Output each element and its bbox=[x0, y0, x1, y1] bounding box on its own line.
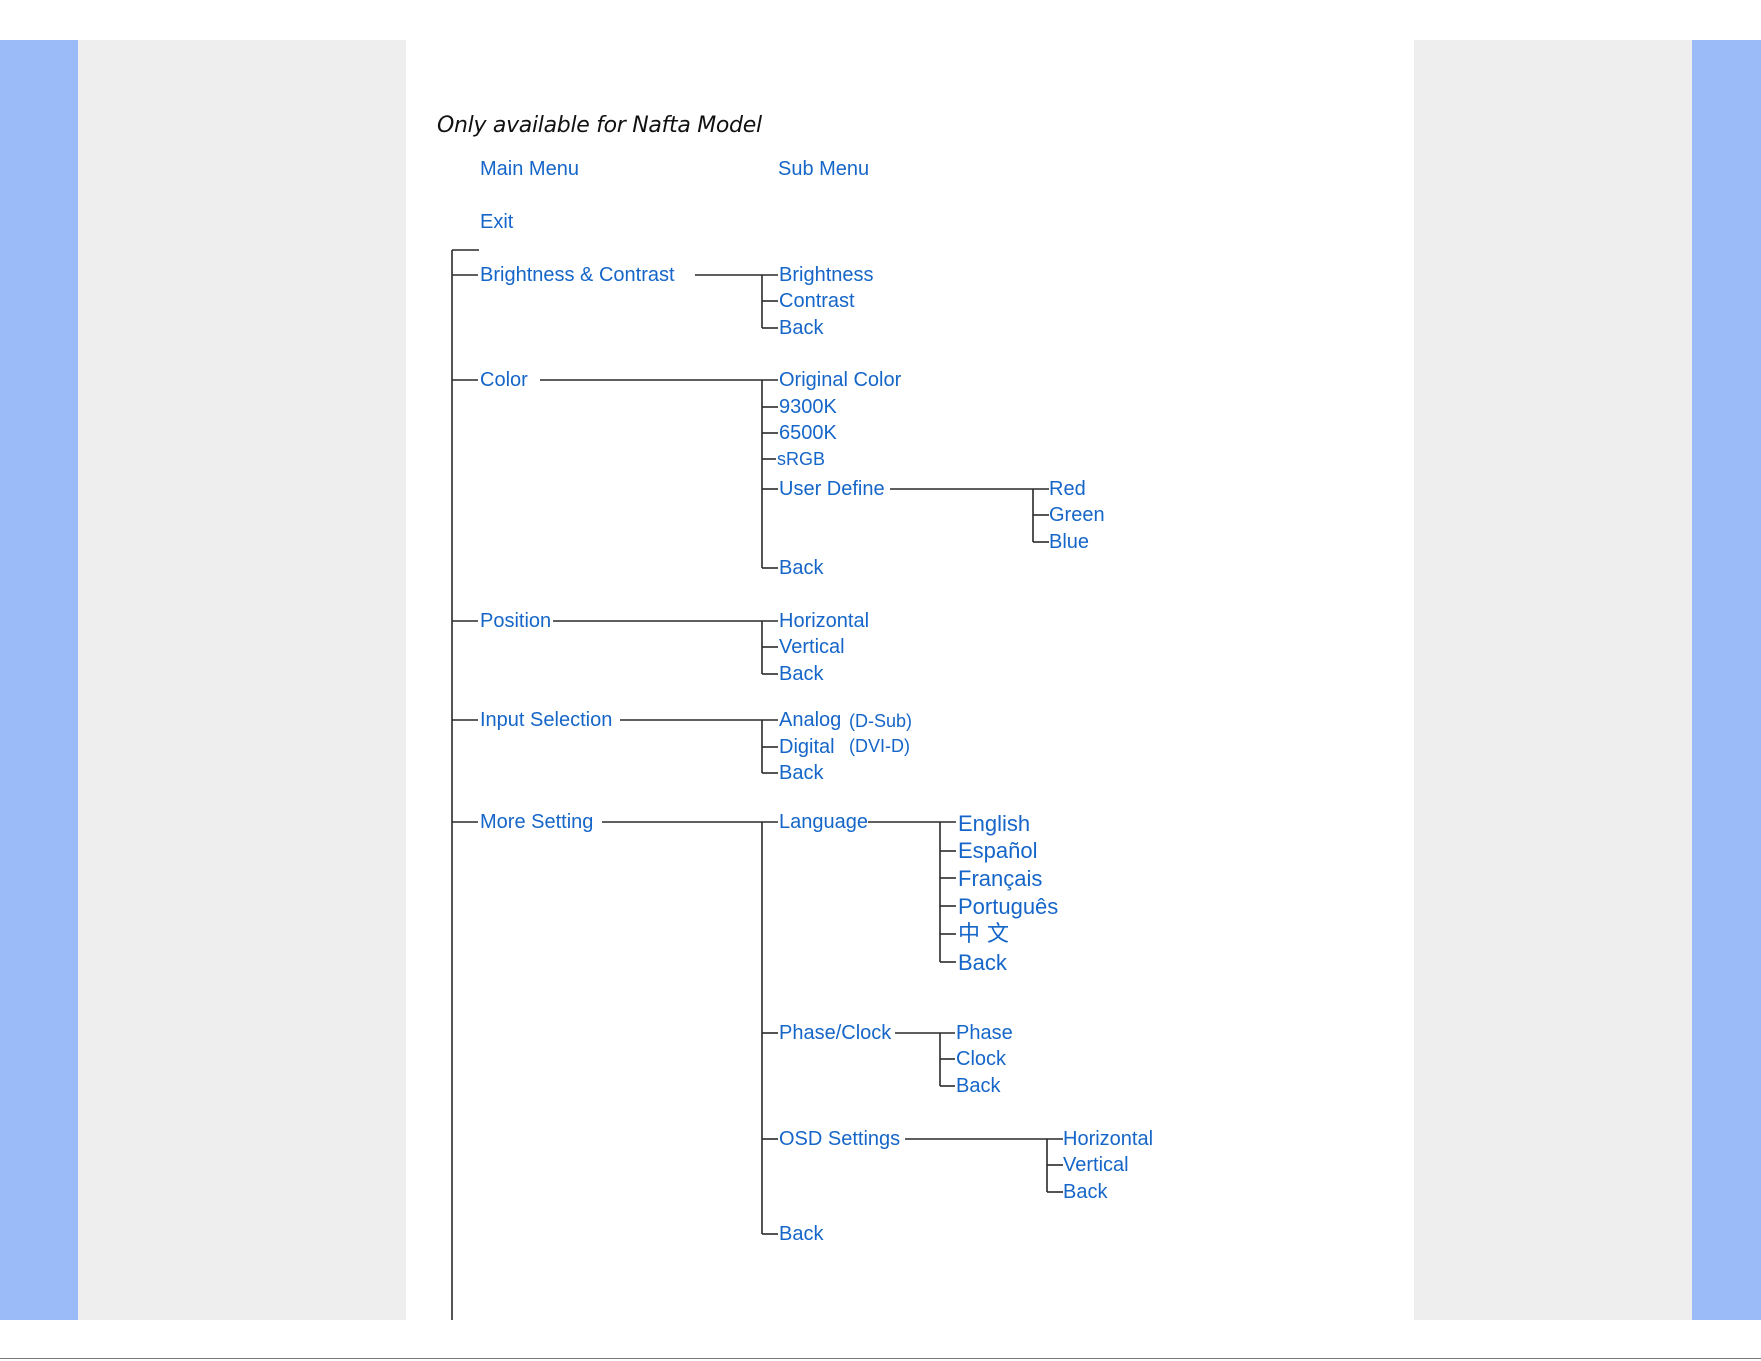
bottom-divider bbox=[0, 1358, 1761, 1359]
sub-item-9300k[interactable]: 9300K bbox=[779, 396, 837, 418]
language-item-espanol[interactable]: Español bbox=[958, 838, 1038, 863]
main-item-input-selection[interactable]: Input Selection bbox=[480, 709, 613, 731]
left-blue-band bbox=[0, 40, 78, 1320]
content-panel bbox=[406, 40, 1414, 1320]
sub-item-original-color[interactable]: Original Color bbox=[779, 369, 902, 391]
sub-item-back[interactable]: Back bbox=[779, 663, 824, 685]
sub-item-6500k[interactable]: 6500K bbox=[779, 422, 837, 444]
main-item-exit[interactable]: Exit bbox=[480, 211, 514, 233]
sub-item-osd-settings[interactable]: OSD Settings bbox=[779, 1128, 901, 1150]
sub-item-back[interactable]: Back bbox=[779, 557, 824, 579]
sub-item-digital[interactable]: Digital bbox=[779, 736, 835, 758]
analog-note: (D-Sub) bbox=[849, 711, 913, 731]
sub-item-horizontal[interactable]: Horizontal bbox=[779, 610, 870, 632]
sub-item-phase-clock[interactable]: Phase/Clock bbox=[779, 1022, 892, 1044]
user-define-item-red[interactable]: Red bbox=[1049, 478, 1086, 500]
main-item-more-setting[interactable]: More Setting bbox=[480, 811, 594, 833]
language-item-back[interactable]: Back bbox=[958, 950, 1007, 975]
sub-item-vertical[interactable]: Vertical bbox=[779, 636, 845, 658]
main-item-position[interactable]: Position bbox=[480, 610, 552, 632]
left-gray-band bbox=[78, 40, 406, 1320]
osd-item-vertical[interactable]: Vertical bbox=[1063, 1154, 1129, 1176]
phase-clock-item-phase[interactable]: Phase bbox=[956, 1022, 1013, 1044]
sub-menu-header: Sub Menu bbox=[778, 158, 870, 180]
sub-item-user-define[interactable]: User Define bbox=[779, 478, 885, 500]
sub-item-contrast[interactable]: Contrast bbox=[779, 290, 855, 312]
sub-item-language[interactable]: Language bbox=[779, 811, 868, 833]
sub-item-brightness[interactable]: Brightness bbox=[779, 264, 874, 286]
sub-item-srgb[interactable]: sRGB bbox=[777, 449, 826, 469]
right-gray-band bbox=[1414, 40, 1692, 1320]
osd-item-back[interactable]: Back bbox=[1063, 1181, 1108, 1203]
right-blue-band bbox=[1692, 40, 1761, 1320]
sub-item-back[interactable]: Back bbox=[779, 762, 824, 784]
user-define-item-green[interactable]: Green bbox=[1049, 504, 1105, 526]
sub-item-analog[interactable]: Analog bbox=[779, 709, 842, 731]
language-item-english[interactable]: English bbox=[958, 811, 1031, 836]
user-define-item-blue[interactable]: Blue bbox=[1049, 531, 1090, 553]
phase-clock-item-back[interactable]: Back bbox=[956, 1075, 1001, 1097]
page-heading: Only available for Nafta Model bbox=[437, 113, 762, 138]
language-item-francais[interactable]: Français bbox=[958, 866, 1043, 891]
digital-note: (DVI-D) bbox=[849, 736, 910, 756]
main-item-brightness-contrast[interactable]: Brightness & Contrast bbox=[480, 264, 675, 286]
language-item-portugues[interactable]: Português bbox=[958, 894, 1059, 919]
main-item-color[interactable]: Color bbox=[480, 369, 528, 391]
phase-clock-item-clock[interactable]: Clock bbox=[956, 1048, 1007, 1070]
main-menu-header: Main Menu bbox=[480, 158, 579, 180]
osd-item-horizontal[interactable]: Horizontal bbox=[1063, 1128, 1154, 1150]
sub-item-back[interactable]: Back bbox=[779, 317, 824, 339]
sub-item-back[interactable]: Back bbox=[779, 1223, 824, 1245]
language-item-chinese[interactable]: 中 文 bbox=[958, 922, 1009, 947]
